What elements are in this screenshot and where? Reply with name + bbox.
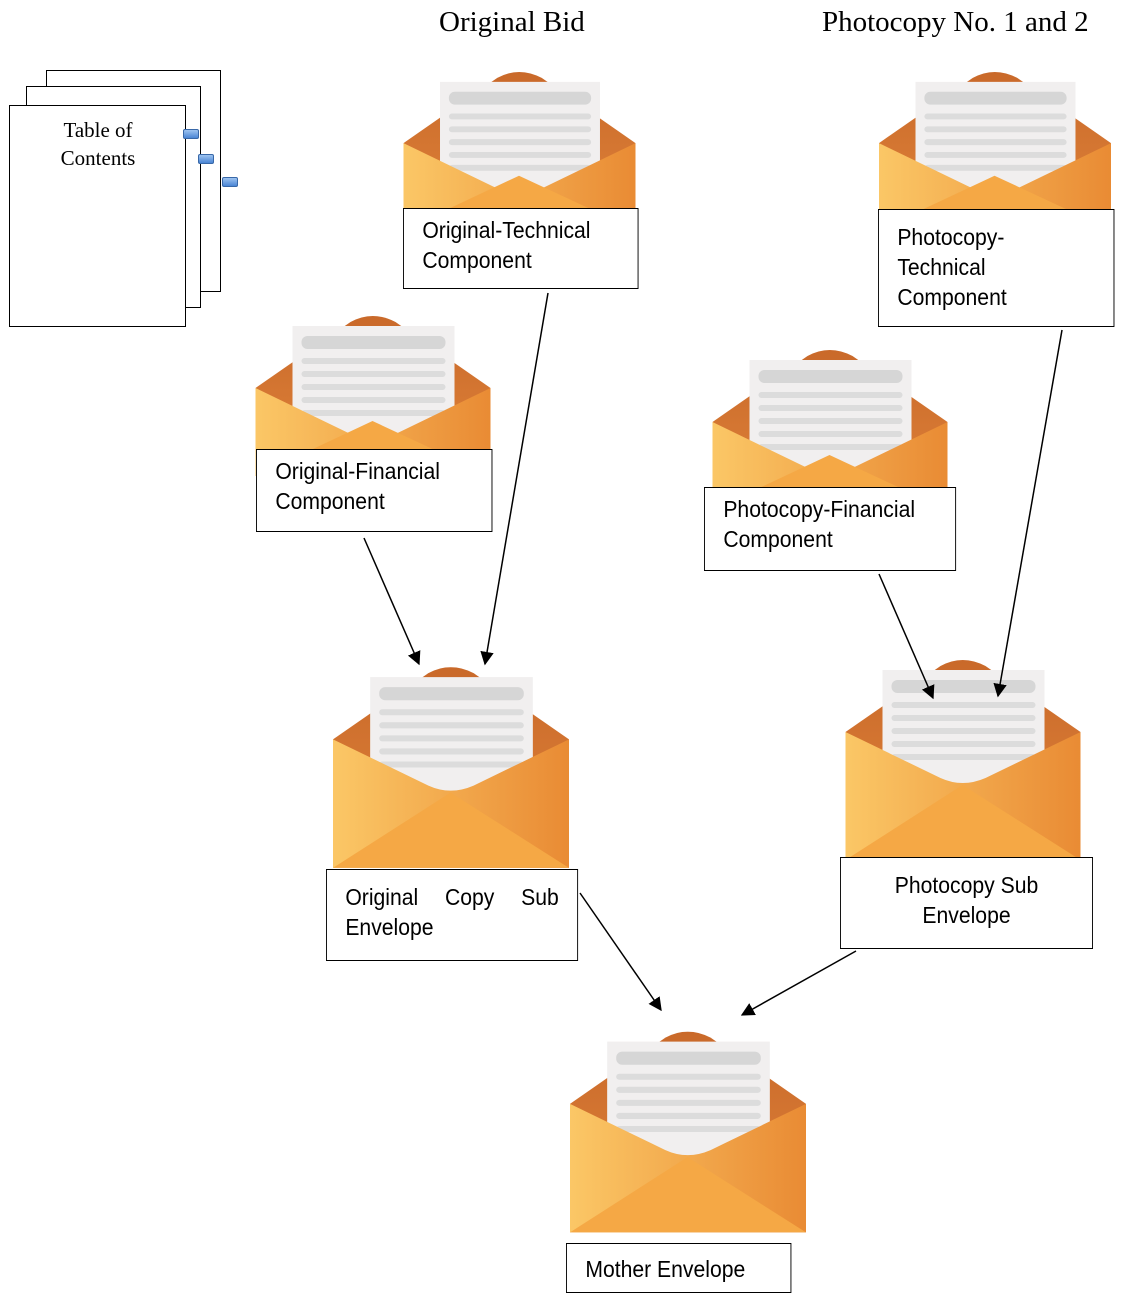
photocopy-financial-label: Photocopy-Financial Component bbox=[704, 487, 957, 571]
original-financial-label: Original-Financial Component bbox=[256, 449, 493, 532]
arrow-photo-financial-to-photo-sub bbox=[878, 573, 935, 700]
arrow-photo-sub-to-mother bbox=[740, 950, 857, 1016]
page-tab-icon bbox=[183, 129, 199, 139]
mother-envelope-label: Mother Envelope bbox=[566, 1243, 792, 1293]
photocopy-heading: Photocopy No. 1 and 2 bbox=[822, 6, 1089, 38]
arrow-technical-to-original-sub bbox=[480, 292, 549, 666]
page-tab-icon bbox=[198, 154, 214, 164]
toc-title: Table of Contents bbox=[60, 118, 136, 170]
original-technical-label: Original-Technical Component bbox=[403, 208, 639, 289]
page-tab-icon bbox=[222, 177, 238, 187]
arrow-financial-to-original-sub bbox=[363, 537, 421, 666]
toc-page-front bbox=[9, 105, 186, 327]
photocopy-technical-label: Photocopy- Technical Component bbox=[878, 209, 1115, 327]
original-bid-heading: Original Bid bbox=[439, 6, 585, 38]
arrow-photo-technical-to-photo-sub bbox=[993, 329, 1063, 698]
photocopy-sub-envelope-label: Photocopy Sub Envelope bbox=[840, 857, 1093, 949]
arrow-original-sub-to-mother bbox=[579, 892, 662, 1012]
